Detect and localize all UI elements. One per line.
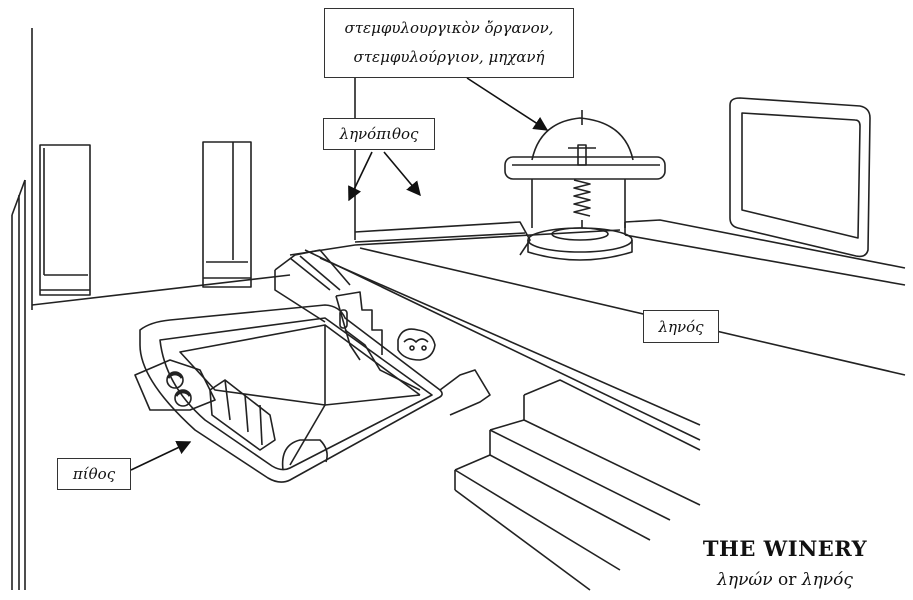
press-label-line2: στεμφυλούργιον, μηχανή bbox=[353, 48, 545, 66]
left-wall bbox=[11, 28, 33, 590]
subtitle-term1: ληνών bbox=[717, 570, 773, 590]
subtitle-connector: or bbox=[778, 570, 797, 590]
lion-head-spout bbox=[397, 328, 436, 361]
wall-niche-right bbox=[202, 141, 252, 288]
pithos-label: πίθος bbox=[57, 458, 131, 490]
vat-label: ληνός bbox=[643, 310, 719, 343]
vat-pithos-label: ληνόπιθος bbox=[323, 118, 435, 150]
pithos-basin bbox=[134, 304, 491, 483]
lower-steps bbox=[454, 379, 701, 591]
vat-pithos-arrow-left bbox=[348, 151, 373, 202]
diagram-subtitle: ληνών or ληνός bbox=[670, 570, 900, 590]
callout-arrows bbox=[130, 77, 549, 471]
press-label: στεμφυλουργικὸν ὄργανον, στεμφυλούργιον,… bbox=[324, 8, 574, 78]
diagram-title: THE WINERY bbox=[702, 536, 868, 561]
wall-niche-left bbox=[39, 144, 91, 296]
back-platform bbox=[354, 221, 531, 256]
treading-floor bbox=[289, 219, 906, 441]
screw-press bbox=[504, 110, 666, 261]
subtitle-term2: ληνός bbox=[801, 570, 853, 590]
press-arrow bbox=[466, 77, 549, 131]
pithos-arrow bbox=[130, 441, 192, 471]
window bbox=[729, 97, 871, 258]
vat-pithos-arrow-right bbox=[383, 151, 421, 197]
press-label-line1: στεμφυλουργικὸν ὄργανον, bbox=[344, 19, 554, 37]
